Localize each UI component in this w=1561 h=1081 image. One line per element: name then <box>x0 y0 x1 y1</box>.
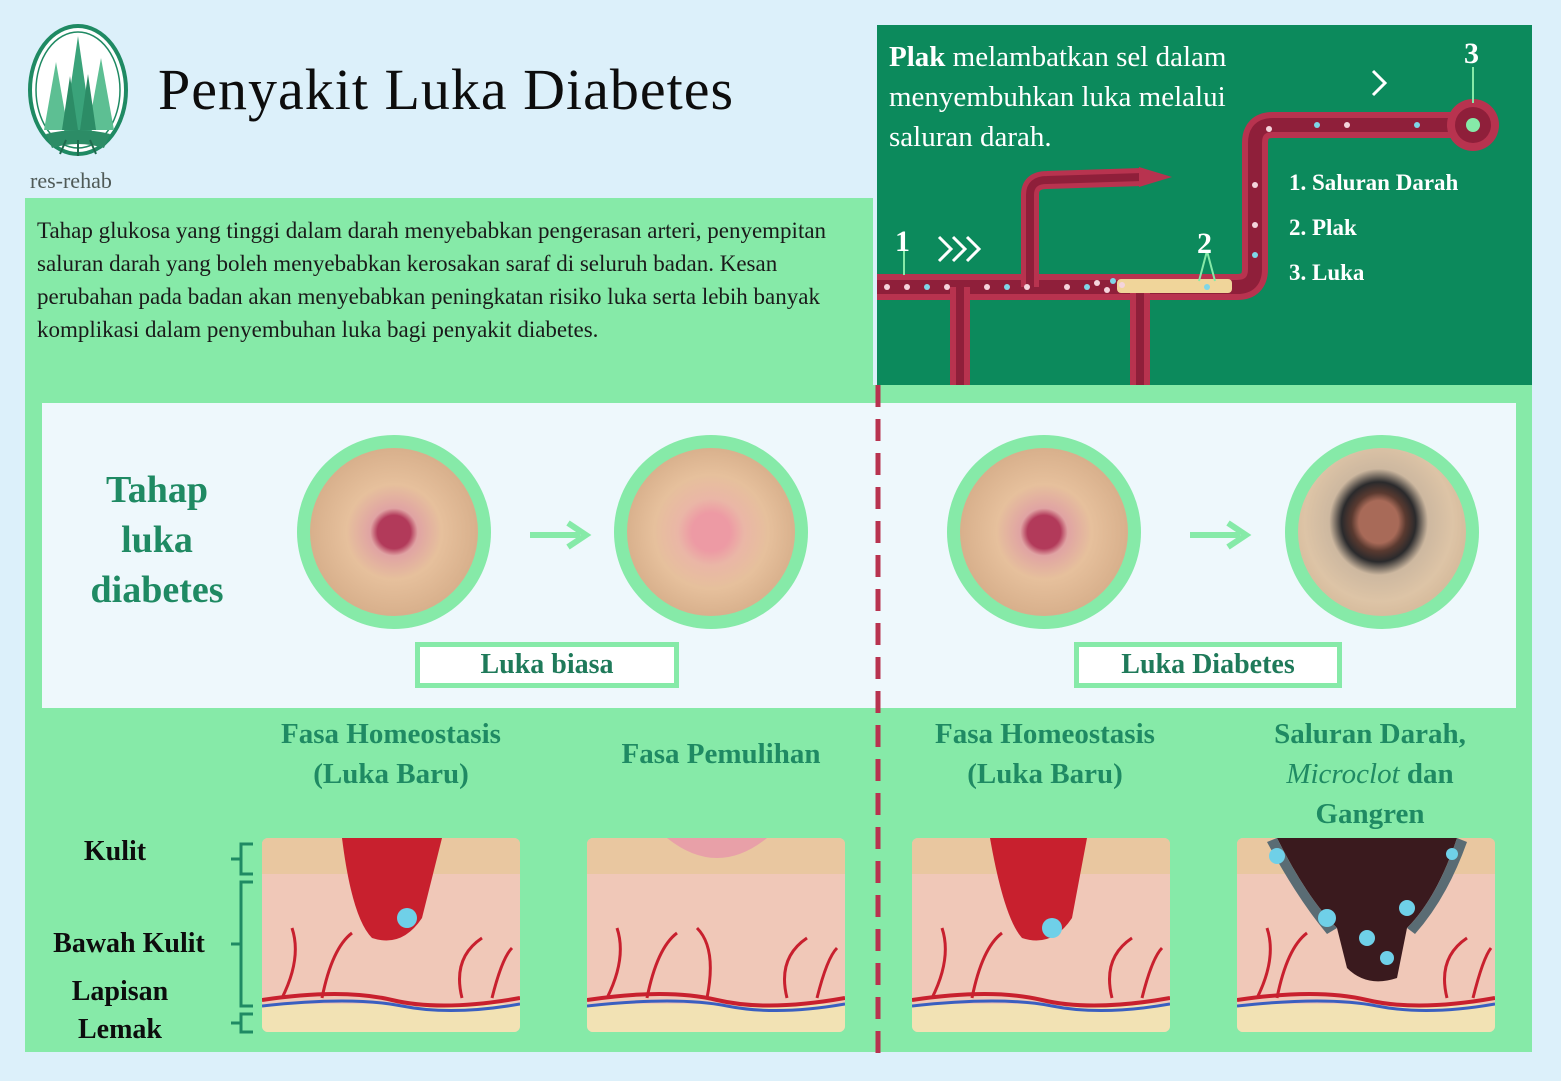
diabetic-wound-gangrene <box>1285 435 1479 629</box>
diabetic-wound-fresh <box>947 435 1141 629</box>
phase-homeostasis-normal: Fasa Homeostasis (Luka Baru) <box>281 718 501 790</box>
blood-vessel-diagram <box>877 67 1499 385</box>
normal-wound-healed <box>614 435 808 629</box>
skin-cross-section-homeostasis <box>262 838 520 1032</box>
phase-gangrene-line2: Microclot dan <box>1245 754 1495 794</box>
microclot-term: Microclot <box>1286 758 1400 790</box>
phase-gangrene-line1: Saluran Darah, <box>1274 718 1466 750</box>
phase-gangrene: Saluran Darah, Microclot dan Gangren <box>1245 714 1495 834</box>
layer-label-skin: Kulit <box>83 836 147 867</box>
layer-label-fat-2: Lemak <box>78 1014 162 1045</box>
marker-1: 1 <box>895 225 910 258</box>
legend-item: 3. Luka <box>1289 260 1365 285</box>
phase-homeostasis-diabetic: Fasa Homeostasis (Luka Baru) <box>935 718 1155 790</box>
plaque-bold: Plak <box>889 41 946 73</box>
skin-cross-section-gangrene <box>1237 838 1495 1032</box>
plaque-description: Plak melambatkan sel dalam menyembuhkan … <box>889 37 1239 157</box>
brand-name: res-rehab <box>30 168 112 193</box>
wound-stages-panel: Tahap luka diabetes Luka biasa Luka Diab… <box>25 385 1532 712</box>
intro-text: Tahap glukosa yang tinggi dalam darah me… <box>37 218 827 342</box>
phase-gangrene-line3: Gangren <box>1315 798 1425 830</box>
vessel-legend: 1. Saluran Darah 2. Plak 3. Luka <box>1289 170 1458 305</box>
plaque-text: melambatkan sel dalam menyembuhkan luka … <box>889 41 1227 153</box>
intro-panel: Tahap glukosa yang tinggi dalam darah me… <box>25 198 873 392</box>
marker-2: 2 <box>1197 227 1212 260</box>
plaque-panel: Plak melambatkan sel dalam menyembuhkan … <box>877 25 1532 385</box>
pine-trees-logo-icon <box>28 24 128 156</box>
layer-label-fat-1: Lapisan <box>71 976 169 1007</box>
normal-wound-label: Luka biasa <box>415 642 679 688</box>
healing-phases-panel: Fasa Homeostasis (Luka Baru) Fasa Pemuli… <box>25 712 1532 1052</box>
phase-recovery: Fasa Pemulihan <box>621 738 821 770</box>
legend-item: 1. Saluran Darah <box>1289 170 1459 195</box>
phase-gangrene-and: dan <box>1399 758 1454 790</box>
layer-label-subcutis: Bawah Kulit <box>53 928 205 959</box>
stages-title: Tahap luka diabetes <box>90 469 224 611</box>
page-title: Penyakit Luka Diabetes <box>158 57 735 122</box>
section-divider <box>875 385 881 1055</box>
normal-wound-fresh <box>297 435 491 629</box>
layer-bracket <box>231 842 253 1034</box>
arrow-right-icon <box>1190 520 1252 550</box>
skin-cross-section-recovery <box>587 838 845 1032</box>
legend-item: 2. Plak <box>1289 215 1357 240</box>
skin-cross-section-homeostasis-diabetic <box>912 838 1170 1032</box>
diabetic-wound-label: Luka Diabetes <box>1074 642 1342 688</box>
marker-3: 3 <box>1464 37 1479 70</box>
arrow-right-icon <box>530 520 592 550</box>
wound-stages-inner: Tahap luka diabetes Luka biasa Luka Diab… <box>42 403 1516 708</box>
